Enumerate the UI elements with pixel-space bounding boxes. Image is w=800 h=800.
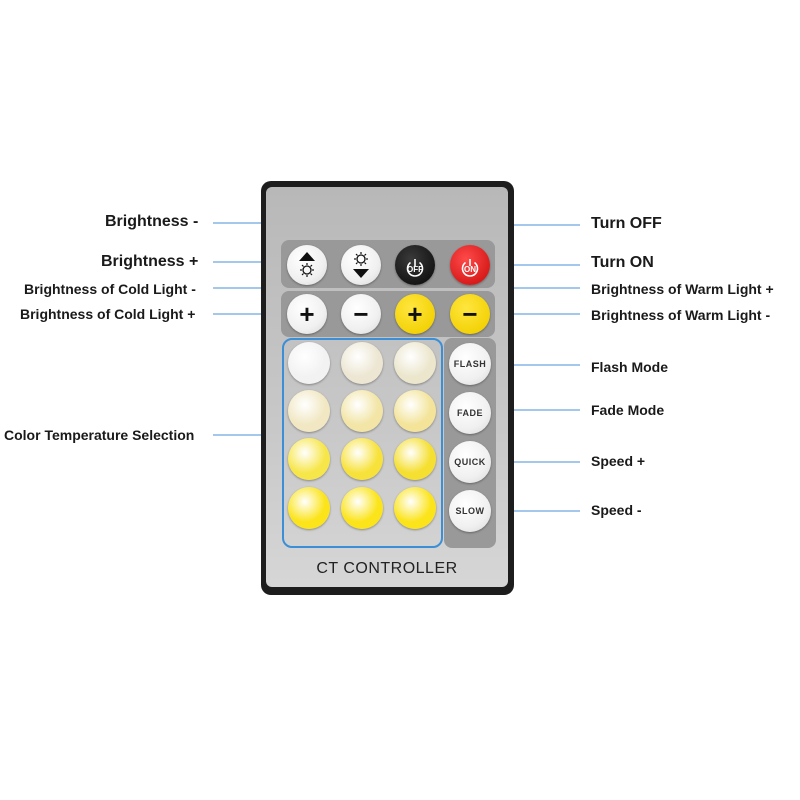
fade-text: FADE: [456, 408, 483, 418]
flash-text: FLASH: [453, 359, 487, 369]
plus-icon: +: [407, 299, 423, 329]
color-temp-button-2-1[interactable]: [288, 390, 330, 432]
color-temp-button-1-3[interactable]: [394, 342, 436, 384]
brightness-down-button[interactable]: [341, 245, 381, 285]
minus-icon: −: [353, 299, 369, 329]
label-color-temp: Color Temperature Selection: [4, 427, 195, 443]
label-cold-minus: Brightness of Cold Light -: [24, 281, 196, 297]
brightness-down-icon: [353, 252, 369, 278]
color-temp-button-2-3[interactable]: [394, 390, 436, 432]
cold-minus-button[interactable]: −: [341, 294, 381, 334]
label-brightness-plus: Brightness +: [101, 253, 199, 270]
power-icon: [406, 258, 424, 277]
power-icon: [461, 258, 479, 277]
flash-button[interactable]: FLASH: [449, 343, 491, 385]
label-flash-mode: Flash Mode: [591, 359, 669, 375]
color-temp-button-3-3[interactable]: [394, 438, 436, 480]
slow-text: SLOW: [455, 506, 485, 516]
warm-plus-button[interactable]: +: [395, 294, 435, 334]
label-speed-plus: Speed +: [591, 453, 646, 469]
on-text: ON: [464, 264, 476, 274]
cold-plus-button[interactable]: +: [287, 294, 327, 334]
slow-button[interactable]: SLOW: [449, 490, 491, 532]
quick-button[interactable]: QUICK: [449, 441, 491, 483]
power-on-button[interactable]: ON: [450, 245, 490, 285]
label-fade-mode: Fade Mode: [591, 402, 665, 418]
brand-label: CT CONTROLLER: [316, 560, 458, 577]
label-turn-on: Turn ON: [591, 254, 654, 271]
color-temp-button-1-2[interactable]: [341, 342, 383, 384]
label-speed-minus: Speed -: [591, 502, 642, 518]
brightness-up-button[interactable]: [287, 245, 327, 285]
color-temperature-grid: [282, 338, 443, 548]
label-turn-off: Turn OFF: [591, 215, 662, 232]
color-temp-button-4-1[interactable]: [288, 487, 330, 529]
label-warm-plus: Brightness of Warm Light +: [591, 281, 774, 297]
color-temp-button-3-1[interactable]: [288, 438, 330, 480]
color-temp-button-4-3[interactable]: [394, 487, 436, 529]
minus-icon: −: [462, 299, 478, 329]
warm-minus-button[interactable]: −: [450, 294, 490, 334]
color-temp-button-1-1[interactable]: [288, 342, 330, 384]
label-warm-minus: Brightness of Warm Light -: [591, 307, 771, 323]
power-off-button[interactable]: OFF: [395, 245, 435, 285]
brightness-up-icon: [299, 252, 315, 277]
fade-button[interactable]: FADE: [449, 392, 491, 434]
color-temp-button-2-2[interactable]: [341, 390, 383, 432]
label-cold-plus: Brightness of Cold Light +: [20, 306, 196, 322]
color-temp-button-4-2[interactable]: [341, 487, 383, 529]
quick-text: QUICK: [454, 457, 486, 467]
off-text: OFF: [407, 264, 423, 274]
plus-icon: +: [299, 299, 315, 329]
label-brightness-minus: Brightness -: [105, 213, 199, 230]
color-temp-button-3-2[interactable]: [341, 438, 383, 480]
